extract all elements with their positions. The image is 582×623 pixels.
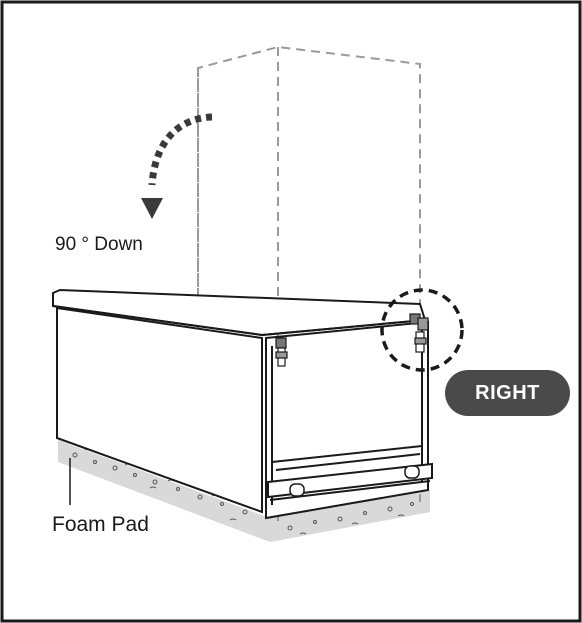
cabinet-body (52, 288, 433, 520)
rotation-label: 90 ° Down (55, 234, 143, 255)
dashed-circle-callout-icon (380, 288, 464, 372)
foam-pad-label: Foam Pad (52, 513, 149, 536)
side-badge: RIGHT (445, 370, 570, 416)
rail-knobs (289, 465, 420, 497)
hinge-icon (275, 337, 288, 367)
curved-dotted-arrow-down-icon (141, 113, 213, 219)
hinge-icon (409, 313, 429, 353)
